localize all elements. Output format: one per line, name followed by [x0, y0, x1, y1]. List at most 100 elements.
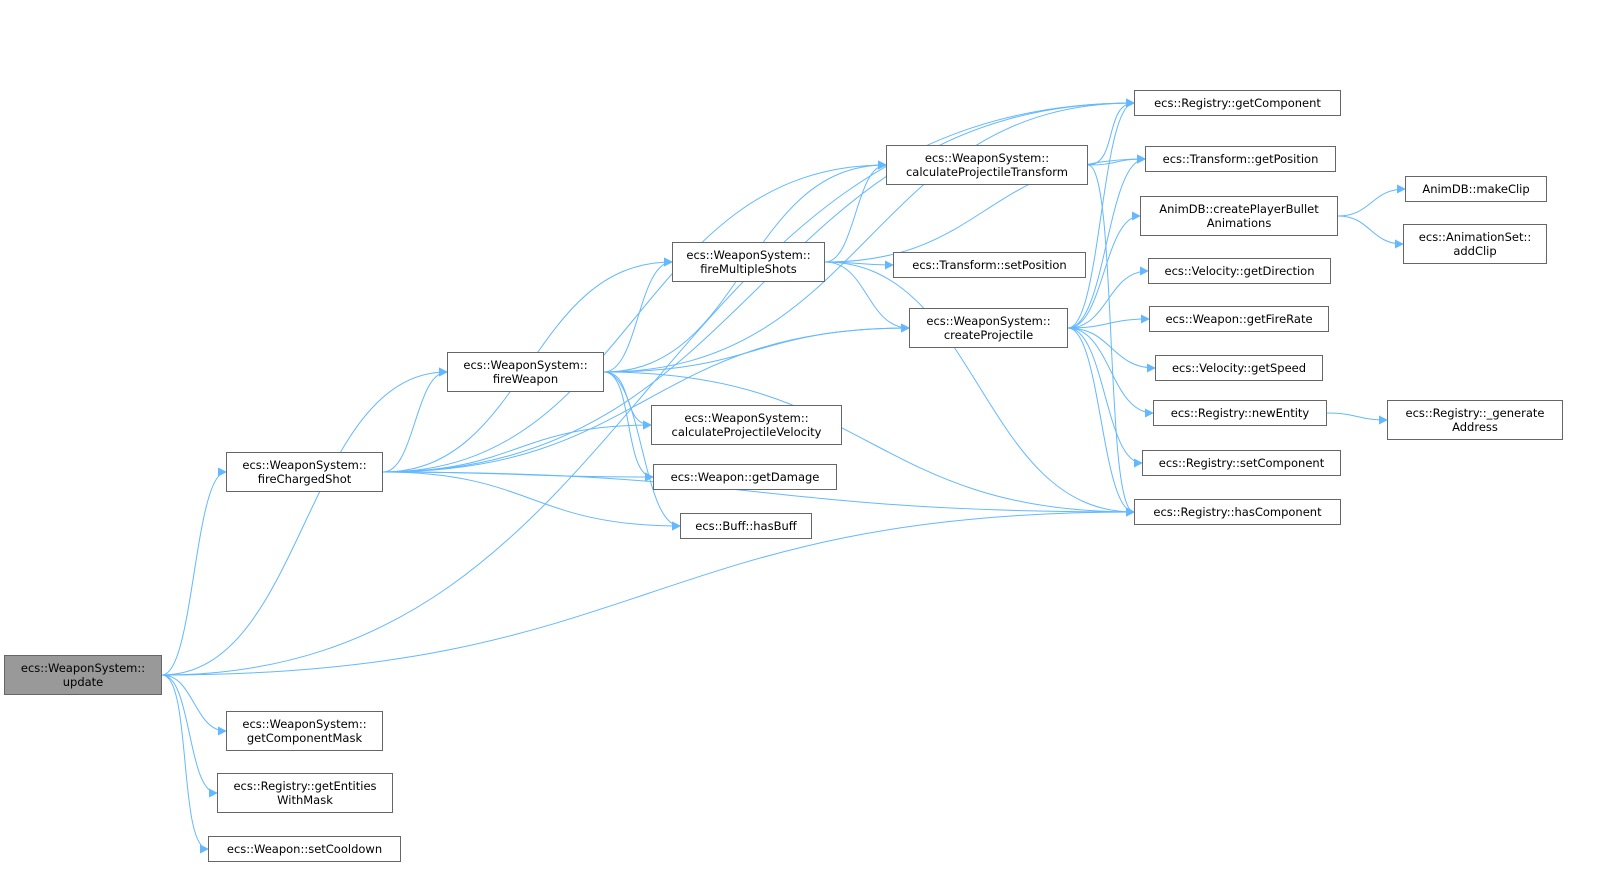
node-hascomponent[interactable]: ecs::Registry::hasComponent [1134, 499, 1341, 525]
node-fireweapon[interactable]: ecs::WeaponSystem::fireWeapon [447, 352, 604, 392]
node-label: AnimDB::createPlayerBullet [1159, 202, 1319, 216]
node-label: calculateProjectileTransform [905, 165, 1069, 179]
edge-firechargedshot-to-calculateprojectilevelocity [382, 420, 652, 473]
node-getdirection[interactable]: ecs::Velocity::getDirection [1148, 258, 1331, 284]
edge-update-to-hascomponent [161, 507, 1135, 676]
node-setposition[interactable]: ecs::Transform::setPosition [893, 252, 1086, 278]
edge-newentity-to-generateaddress [1326, 412, 1388, 425]
node-label: ecs::Registry::getEntities [233, 779, 377, 793]
node-label: getComponentMask [246, 731, 363, 745]
edge-createprojectile-to-getfirerate [1067, 314, 1150, 329]
node-label: ecs::Transform::getPosition [1162, 152, 1319, 166]
node-firemultipleshots[interactable]: ecs::WeaponSystem::fireMultipleShots [672, 242, 825, 282]
node-createprojectile[interactable]: ecs::WeaponSystem::createProjectile [909, 308, 1068, 348]
node-label: ecs::Registry::newEntity [1170, 406, 1310, 420]
edge-update-to-setcooldown [161, 674, 209, 854]
node-label: ecs::WeaponSystem:: [924, 151, 1050, 165]
node-getposition[interactable]: ecs::Transform::getPosition [1145, 146, 1336, 172]
node-label: ecs::WeaponSystem:: [20, 661, 146, 675]
node-setcomponent[interactable]: ecs::Registry::setComponent [1142, 450, 1341, 476]
node-firechargedshot[interactable]: ecs::WeaponSystem::fireChargedShot [226, 452, 383, 492]
node-getspeed[interactable]: ecs::Velocity::getSpeed [1155, 355, 1323, 381]
node-label: ecs::Weapon::getFireRate [1165, 312, 1313, 326]
edge-createprojectile-to-newentity [1067, 327, 1154, 418]
edge-fireweapon-to-getcomponent [603, 98, 1135, 373]
edge-firemultipleshots-to-calculateprojectiletransform [824, 160, 887, 263]
node-label: WithMask [277, 793, 333, 807]
node-update[interactable]: ecs::WeaponSystem::update [4, 655, 162, 695]
node-label: Address [1452, 420, 1498, 434]
edge-calculateprojectiletransform-to-getcomponent [1087, 98, 1135, 166]
node-label: ecs::Registry::getComponent [1154, 96, 1321, 110]
node-calculateprojectiletransform[interactable]: ecs::WeaponSystem::calculateProjectileTr… [886, 145, 1088, 185]
edge-update-to-firechargedshot [161, 467, 227, 676]
node-label: ecs::WeaponSystem:: [686, 248, 811, 262]
node-label: ecs::WeaponSystem:: [684, 411, 809, 425]
edge-createprojectile-to-setcomponent [1067, 327, 1143, 468]
node-label: Animations [1206, 216, 1272, 230]
edge-createplayerbulletanimations-to-makeclip [1337, 184, 1406, 217]
edge-firechargedshot-to-calculateprojectiletransform [382, 160, 887, 473]
node-getfirerate[interactable]: ecs::Weapon::getFireRate [1149, 306, 1329, 332]
edge-firechargedshot-to-fireweapon [382, 367, 448, 473]
node-label: fireChargedShot [257, 472, 352, 486]
edge-createprojectile-to-hascomponent [1067, 327, 1135, 517]
node-getcomponentmask[interactable]: ecs::WeaponSystem::getComponentMask [226, 711, 383, 751]
node-label: ecs::Registry::hasComponent [1153, 505, 1322, 519]
node-makeclip[interactable]: AnimDB::makeClip [1405, 176, 1547, 202]
edge-createprojectile-to-getdirection [1067, 266, 1149, 329]
node-label: ecs::WeaponSystem:: [242, 458, 367, 472]
node-label: ecs::WeaponSystem:: [463, 358, 588, 372]
node-label: ecs::Velocity::getDirection [1164, 264, 1315, 278]
node-label: calculateProjectileVelocity [671, 425, 822, 439]
edge-firechargedshot-to-getcomponent [382, 98, 1135, 473]
node-label: fireMultipleShots [700, 262, 797, 276]
edge-createplayerbulletanimations-to-addclip [1337, 215, 1404, 249]
edge-fireweapon-to-createprojectile [603, 323, 910, 373]
node-getdamage[interactable]: ecs::Weapon::getDamage [653, 464, 837, 490]
node-hasbuff[interactable]: ecs::Buff::hasBuff [680, 513, 812, 539]
edge-fireweapon-to-firemultipleshots [603, 257, 673, 373]
edge-update-to-getcomponentmask [161, 674, 227, 736]
node-calculateprojectilevelocity[interactable]: ecs::WeaponSystem::calculateProjectileVe… [651, 405, 842, 445]
edge-fireweapon-to-getdamage [603, 371, 654, 482]
node-label: ecs::AnimationSet:: [1418, 230, 1532, 244]
node-label: ecs::Velocity::getSpeed [1171, 361, 1307, 375]
node-label: AnimDB::makeClip [1422, 182, 1530, 196]
edge-firechargedshot-to-hascomponent [382, 471, 1135, 517]
node-label: ecs::WeaponSystem:: [242, 717, 367, 731]
node-addclip[interactable]: ecs::AnimationSet::addClip [1403, 224, 1547, 264]
node-label: fireWeapon [492, 372, 559, 386]
edge-fireweapon-to-hascomponent [603, 371, 1135, 517]
edge-createprojectile-to-getposition [1067, 154, 1146, 329]
edge-firemultipleshots-to-hascomponent [824, 261, 1135, 517]
node-label: update [62, 675, 104, 689]
node-label: ecs::Registry::setComponent [1158, 456, 1325, 470]
edge-firemultipleshots-to-getposition [824, 154, 1146, 263]
edge-createprojectile-to-getcomponent [1067, 98, 1135, 329]
edge-update-to-getentitieswithmask [161, 674, 218, 798]
node-label: createProjectile [943, 328, 1034, 342]
edge-update-to-getcomponent [161, 98, 1135, 676]
edge-firechargedshot-to-hasbuff [382, 471, 681, 531]
edge-firemultipleshots-to-createprojectile [824, 261, 910, 333]
node-label: addClip [1453, 244, 1497, 258]
node-newentity[interactable]: ecs::Registry::newEntity [1153, 400, 1327, 426]
edge-update-to-fireweapon [161, 367, 448, 676]
edge-calculateprojectiletransform-to-hascomponent [1087, 164, 1135, 517]
node-label: ecs::Buff::hasBuff [695, 519, 797, 533]
node-label: ecs::Registry::_generate [1405, 406, 1545, 420]
node-label: ecs::Transform::setPosition [912, 258, 1067, 272]
node-setcooldown[interactable]: ecs::Weapon::setCooldown [208, 836, 401, 862]
node-label: ecs::Weapon::setCooldown [226, 842, 383, 856]
edge-firechargedshot-to-createprojectile [382, 323, 910, 473]
edge-createprojectile-to-createplayerbulletanimations [1067, 211, 1141, 329]
edge-fireweapon-to-hasbuff [603, 371, 681, 531]
node-label: ecs::Weapon::getDamage [670, 470, 820, 484]
node-label: ecs::WeaponSystem:: [926, 314, 1051, 328]
edge-createprojectile-to-getspeed [1067, 327, 1156, 373]
node-getcomponent[interactable]: ecs::Registry::getComponent [1134, 90, 1341, 116]
